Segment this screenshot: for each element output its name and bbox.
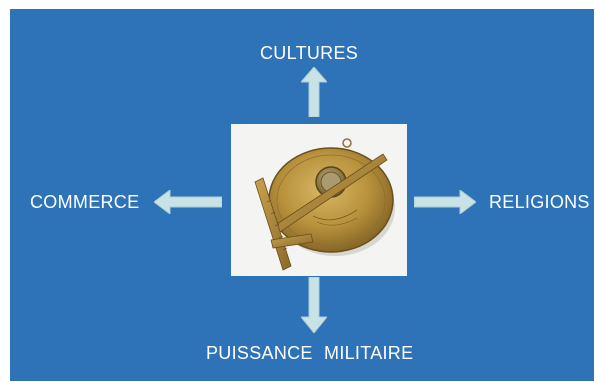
arrow-left-icon (154, 190, 222, 214)
arrow-down-icon (301, 277, 327, 333)
brass-instrument-icon (231, 124, 407, 276)
label-cultures: CULTURES (260, 43, 358, 63)
brass-instrument-image (231, 124, 407, 276)
slide-background: CULTURES COMMERCE RELIGIONS PUISSANCE MI… (10, 9, 594, 381)
label-commerce: COMMERCE (30, 192, 139, 212)
arrow-right-icon (414, 190, 476, 214)
label-religions: RELIGIONS (489, 192, 590, 212)
arrow-up-icon (301, 67, 327, 117)
label-puissance-militaire: PUISSANCE MILITAIRE (206, 343, 413, 363)
